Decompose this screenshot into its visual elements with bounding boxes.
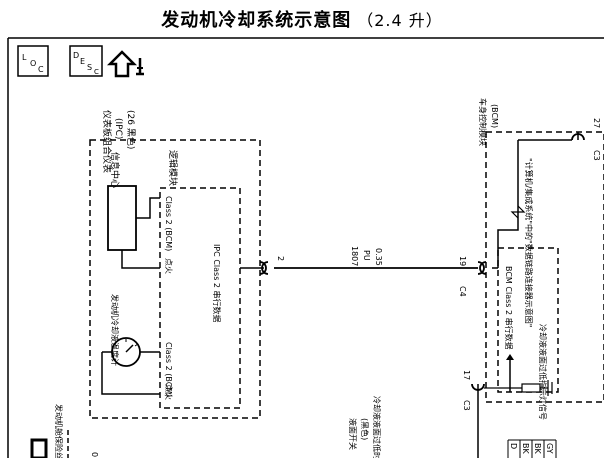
table-cell-d: D bbox=[509, 443, 518, 449]
fuse-holder-label: 发动机舱保险丝盒 bbox=[54, 404, 64, 458]
ipc-connector-pin bbox=[259, 261, 267, 275]
wire-circuit-number: 1807 bbox=[350, 246, 359, 266]
bcm-name: 车身控制模块 bbox=[478, 98, 488, 146]
bcm-conn-c3-bottom: C3 bbox=[462, 400, 471, 411]
subtitle-text: （2.4 升） bbox=[357, 11, 443, 30]
bcm-pin-17: 17 bbox=[462, 370, 471, 380]
ipc-code: (IPC) bbox=[113, 118, 123, 139]
wire-color: PU bbox=[362, 250, 371, 261]
ignition-top-label: 点火 bbox=[164, 258, 173, 274]
desc-icon: D E S C bbox=[69, 45, 103, 77]
ignition-bottom-label: 点火 bbox=[164, 384, 173, 400]
ipc-name: 仪表板组合仪表 bbox=[101, 110, 113, 173]
ipc-outer-box bbox=[89, 139, 261, 419]
info-center-ignition-wire bbox=[121, 250, 160, 269]
class2-bcm-bottom-label: Class 2 (BCM) bbox=[164, 342, 173, 397]
ipc-logic-module-label: 逻辑模块 bbox=[167, 150, 179, 186]
loc-letter-o: O bbox=[30, 59, 36, 68]
table-cell-bk-2: BK bbox=[533, 443, 542, 454]
bcm-class2-label: BCM Class 2 串行数据 bbox=[504, 266, 514, 350]
bcm-reference-arrow bbox=[510, 205, 526, 219]
table-cell-bk-1: BK bbox=[521, 443, 530, 454]
desc-letter-d: D bbox=[73, 51, 79, 60]
desc-letter-s: S bbox=[87, 63, 92, 72]
bcm-conn-c3-top: C3 bbox=[592, 150, 601, 161]
title-text: 发动机冷却系统示意图 bbox=[161, 10, 352, 31]
coolant-signal-label: 冷却液液面过低指示灯信号 bbox=[538, 324, 548, 420]
desc-letter-c: C bbox=[94, 68, 99, 76]
ipc-connector: (26 黑色) bbox=[125, 110, 137, 149]
class2-bcm-top-label: Class 2 (BCM) bbox=[164, 196, 173, 251]
page-title: 发动机冷却系统示意图 （2.4 升） bbox=[0, 6, 604, 32]
loc-letter-c: C bbox=[38, 65, 44, 74]
loc-letter-l: L bbox=[22, 53, 27, 62]
bcm-internal-link-wire bbox=[497, 140, 519, 268]
bcm-pin-27: 27 bbox=[592, 118, 601, 128]
info-center-label: 信息中心 bbox=[109, 152, 121, 188]
ipc-logic-box bbox=[159, 187, 241, 409]
ipc-pin-number: 2 bbox=[276, 256, 285, 261]
info-center-class2-wire bbox=[136, 197, 160, 219]
wire-gauge: 0.35 bbox=[374, 248, 383, 266]
info-center-box bbox=[107, 185, 137, 251]
table-cell-gy: GY bbox=[545, 443, 554, 454]
pullup-resistor bbox=[521, 383, 541, 393]
desc-letter-e: E bbox=[80, 57, 85, 66]
gauge-ignition-wire bbox=[101, 352, 160, 395]
power-ground-icon bbox=[106, 50, 144, 78]
fuse-pin: 0 bbox=[90, 452, 99, 457]
level-switch-note: 冷却液液面过低时断开) bbox=[372, 396, 382, 458]
level-switch-label: 液面开关 bbox=[348, 418, 358, 450]
bcm-c4-pin bbox=[477, 261, 485, 275]
connector-table: D BK BK GY bbox=[507, 439, 557, 458]
ipc-serial-label: IPC Class 2 串行数据 bbox=[212, 244, 222, 323]
gauge-label: 发动机冷却液温度计 bbox=[110, 294, 120, 366]
loc-icon: L O C bbox=[17, 45, 49, 77]
coolant-signal-arrow bbox=[506, 354, 514, 360]
bcm-code: (BCM) bbox=[490, 104, 499, 128]
bcm-conn-c4: C4 bbox=[458, 286, 467, 297]
fuse-holder-symbol bbox=[30, 438, 48, 458]
level-switch-color: (黑色) bbox=[360, 418, 370, 440]
reference-note: "计算机/集成系统"中的"数据链路连接器示意图" bbox=[524, 158, 534, 327]
bcm-outer-box bbox=[485, 131, 604, 403]
bcm-pin-19: 19 bbox=[458, 256, 467, 266]
